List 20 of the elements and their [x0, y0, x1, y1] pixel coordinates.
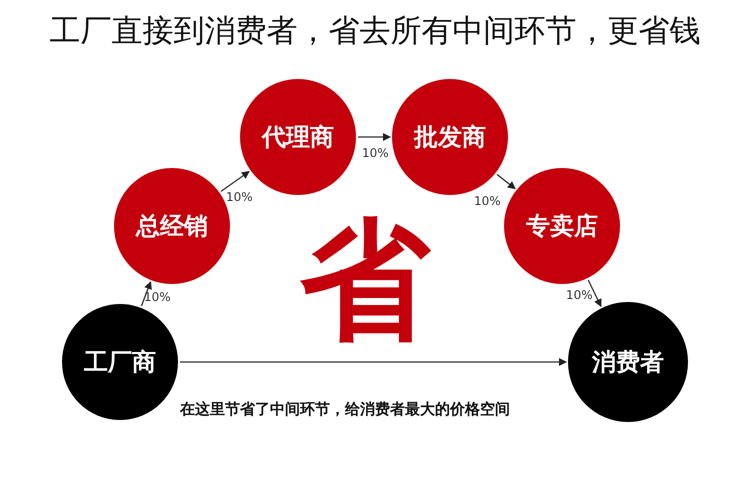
arrow [180, 358, 567, 366]
edge-label: 10% [144, 290, 171, 304]
node-label: 专卖店 [526, 211, 598, 242]
edge-label: 在这里节省了中间环节，给消费者最大的价格空间 [180, 400, 510, 418]
arrow [140, 281, 152, 306]
edge-label: 10% [362, 146, 389, 160]
node-label: 消费者 [592, 347, 664, 378]
node-label: 工厂商 [84, 347, 156, 378]
title: 工厂直接到消费者，省去所有中间环节，更省钱 [48, 12, 702, 51]
node-label: 代理商 [262, 122, 334, 153]
edge-label: 10% [566, 288, 593, 302]
arrow [358, 133, 391, 141]
node-label: 总经销 [136, 211, 208, 242]
arrow [588, 280, 602, 308]
node-label: 批发商 [414, 122, 486, 153]
arrow [220, 171, 250, 192]
arrow [496, 174, 516, 190]
edge-label: 10% [226, 190, 253, 204]
big-character: 省 [300, 210, 430, 350]
edge-label: 10% [474, 194, 501, 208]
